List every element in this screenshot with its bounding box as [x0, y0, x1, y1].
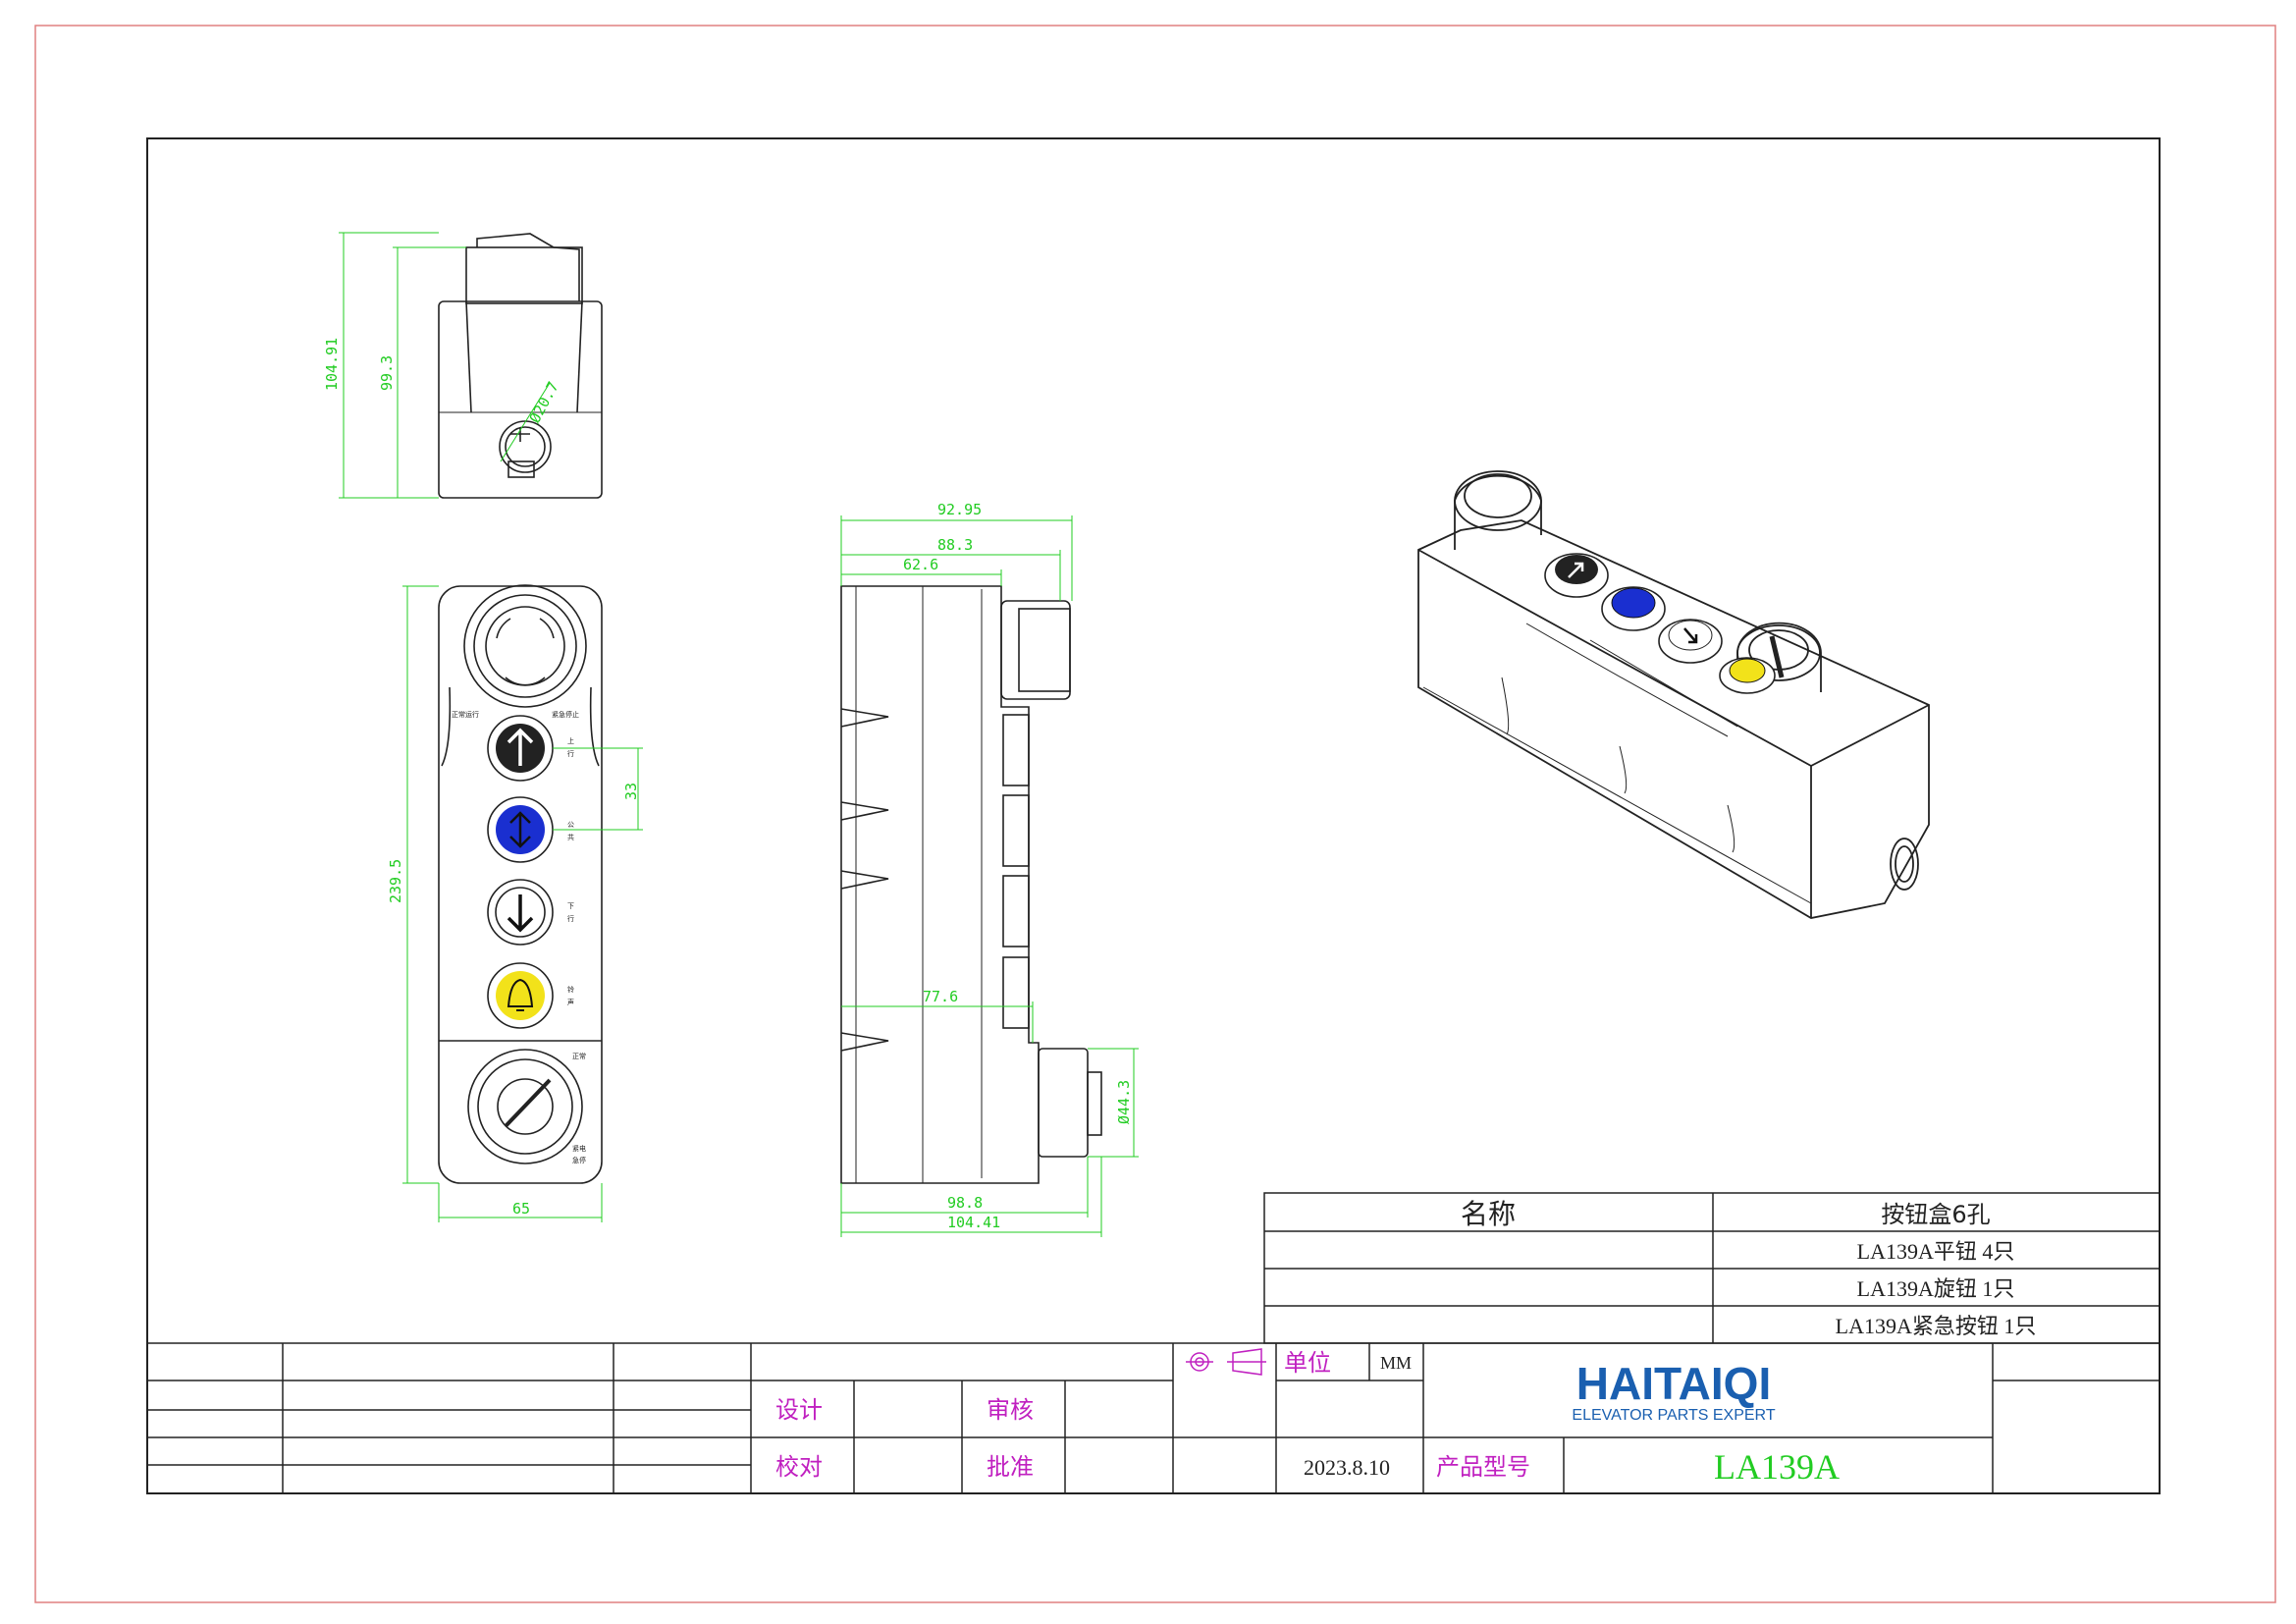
dim-side-diameter: Ø44.3	[1115, 1080, 1133, 1124]
parts-row-2: LA139A旋钮 1只	[1857, 1276, 2015, 1301]
dim-front-width: 65	[512, 1200, 530, 1218]
label-key-emergency-1: 紧电	[572, 1144, 586, 1153]
label-common-1: 公	[567, 821, 574, 829]
label-down-2: 行	[567, 914, 574, 923]
label-design: 设计	[775, 1396, 823, 1424]
button-up	[487, 715, 554, 782]
label-check: 校对	[775, 1453, 823, 1481]
side-view	[840, 585, 1102, 1184]
parts-header-value: 按钮盒6孔	[1881, 1201, 1990, 1228]
button-bell	[487, 962, 554, 1029]
label-approve: 批准	[987, 1453, 1034, 1481]
dim-side-bottom-b: 104.41	[947, 1214, 1000, 1231]
model-value: LA139A	[1714, 1447, 1840, 1487]
label-review: 审核	[987, 1396, 1034, 1424]
drawing-date: 2023.8.10	[1304, 1455, 1390, 1480]
label-key-emergency-2: 急停	[572, 1156, 586, 1164]
label-down-1: 下	[567, 902, 574, 910]
front-view-dimensions	[402, 585, 643, 1222]
dim-button-pitch: 33	[622, 783, 640, 800]
parts-row-3: LA139A紧急按钮 1只	[1836, 1314, 2037, 1338]
dim-side-width-c: 62.6	[903, 556, 938, 573]
label-up-2: 行	[567, 749, 574, 758]
isometric-view	[1417, 470, 1930, 919]
label-bell-1: 铃	[567, 985, 574, 994]
projection-symbol-icon	[1186, 1348, 1266, 1376]
dim-side-width-b: 88.3	[937, 536, 973, 554]
dim-top-height-body: 99.3	[378, 355, 396, 391]
dim-side-inner: 77.6	[923, 988, 958, 1005]
title-block-lines	[147, 1342, 2160, 1493]
label-bell-2: 声	[567, 998, 574, 1006]
brand-name: HAITAIQI	[1576, 1358, 1771, 1409]
brand-tagline: ELEVATOR PARTS EXPERT	[1572, 1407, 1775, 1424]
dim-top-height-total: 104.91	[323, 338, 341, 391]
unit-value: MM	[1380, 1353, 1412, 1373]
parts-row-1: LA139A平钮 4只	[1857, 1239, 2015, 1264]
dim-side-width-a: 92.95	[937, 501, 982, 518]
label-emergency-stop: 紧急停止	[552, 710, 579, 719]
label-up-1: 上	[567, 736, 574, 745]
dim-top-diameter: Ø20.7	[526, 379, 562, 426]
front-view	[438, 584, 603, 1184]
label-model: 产品型号	[1436, 1453, 1530, 1481]
button-common	[487, 796, 554, 863]
top-view-dimensions	[339, 232, 551, 499]
outer-border	[34, 25, 2276, 1603]
parts-header-label: 名称	[1461, 1198, 1516, 1230]
label-common-2: 共	[567, 833, 574, 841]
brand-logo: HAITAIQI ELEVATOR PARTS EXPERT	[1572, 1358, 1775, 1424]
isometric-buttons	[1544, 553, 1776, 694]
label-normal-run: 正常运行	[452, 710, 479, 719]
dim-side-bottom-a: 98.8	[947, 1194, 983, 1212]
label-unit: 单位	[1284, 1349, 1331, 1377]
drawing-frame	[146, 137, 2161, 1494]
button-down	[487, 879, 554, 946]
label-key-normal: 正常	[572, 1052, 586, 1060]
dim-front-height: 239.5	[387, 859, 404, 903]
side-view-dimensions	[840, 515, 1139, 1237]
top-view	[438, 233, 603, 499]
